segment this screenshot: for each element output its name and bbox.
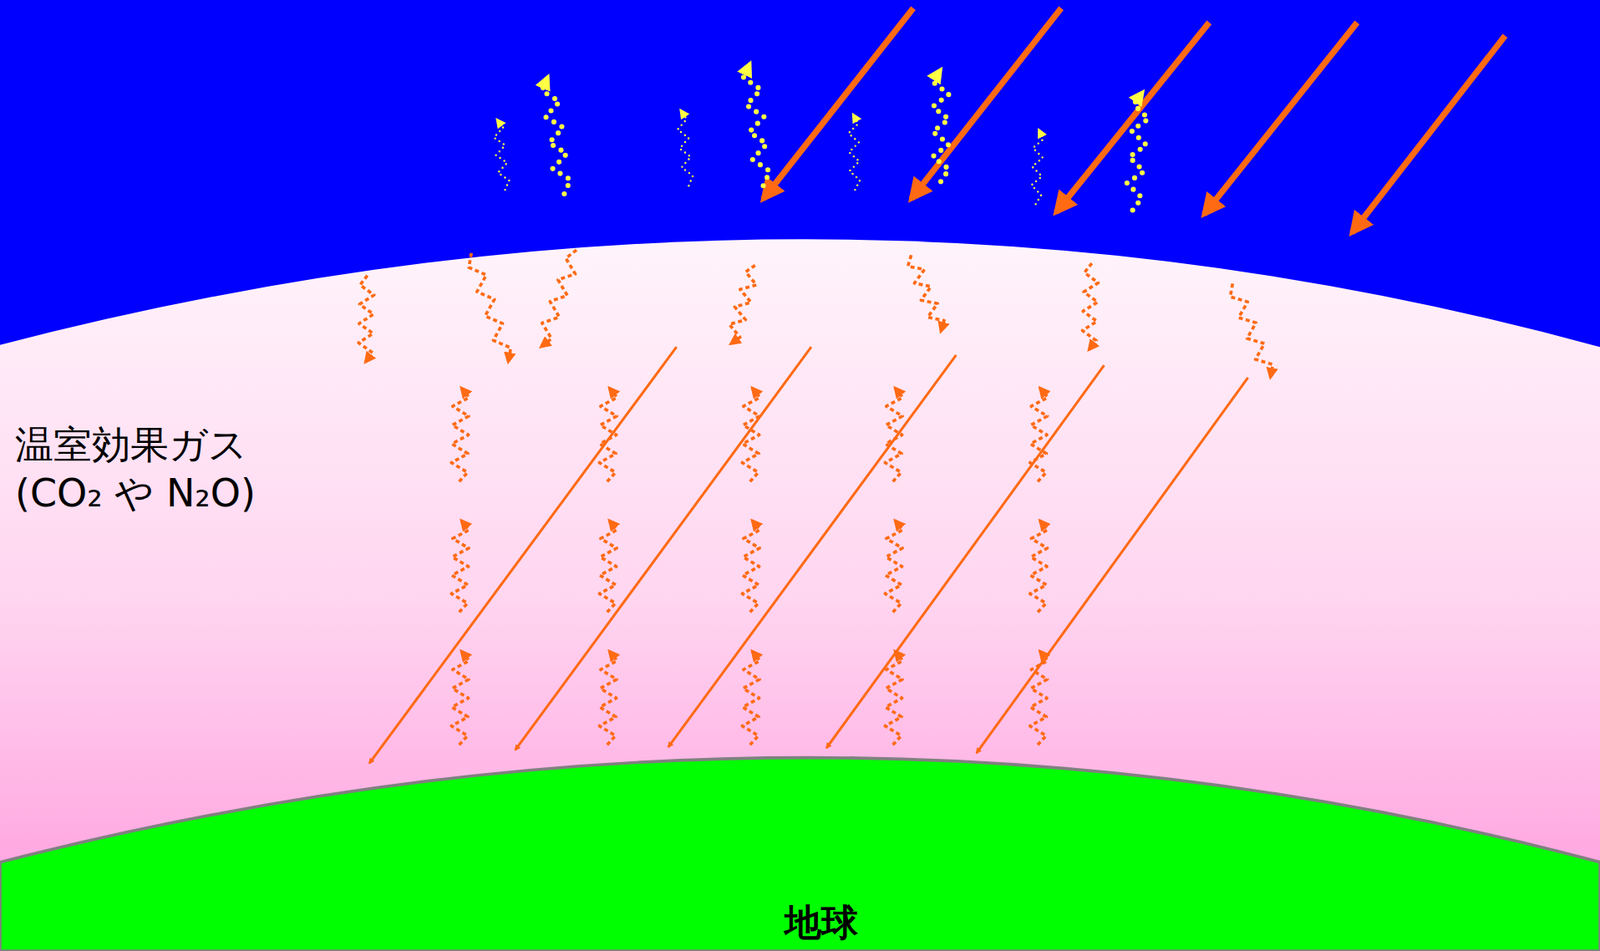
transmitted-ray [826, 365, 1104, 748]
incoming-ray [1351, 35, 1505, 234]
earth-label: 地球 [784, 904, 859, 941]
incoming-ray [1203, 22, 1357, 215]
transmitted-ray [369, 346, 677, 763]
infrared-up [599, 387, 617, 482]
radiation-arrows [358, 8, 1505, 764]
infrared-up [451, 387, 469, 482]
transmitted-ray [668, 355, 956, 747]
infrared-down [358, 275, 375, 363]
infrared-up [1030, 520, 1048, 613]
escaping-ray-small [1031, 129, 1043, 204]
incoming-ray [763, 8, 915, 199]
infrared-down [729, 264, 757, 344]
escaping-ray [1127, 91, 1149, 211]
escaping-ray [541, 76, 570, 194]
escaping-ray [932, 69, 950, 182]
infrared-up [599, 520, 617, 613]
infrared-down [540, 249, 577, 347]
escaping-ray-small [493, 119, 509, 190]
transmitted-ray [976, 377, 1249, 753]
infrared-up [884, 387, 903, 482]
infrared-down [1229, 283, 1273, 377]
infrared-down [468, 253, 511, 363]
infrared-up [1030, 650, 1048, 745]
node-text: (CO₂ や N₂O) [15, 468, 256, 518]
greenhouse-gas-label: 温室効果ガス(CO₂ や N₂O) [15, 420, 256, 518]
infrared-up [1030, 387, 1048, 482]
infrared-up [599, 650, 617, 745]
infrared-up [451, 650, 469, 745]
earth-surface [0, 757, 1600, 951]
escaping-ray-small [848, 114, 861, 190]
infrared-up [741, 650, 760, 745]
infrared-up [451, 520, 469, 613]
escaping-ray-small [677, 110, 693, 186]
infrared-up [741, 520, 760, 613]
incoming-ray [1056, 22, 1209, 213]
incoming-ray [911, 8, 1062, 199]
node-text: 温室効果ガス [15, 420, 256, 469]
infrared-down [908, 254, 945, 332]
escaping-ray [743, 63, 771, 187]
infrared-down [1081, 263, 1098, 351]
atmosphere [0, 238, 1600, 951]
infrared-up [741, 387, 760, 482]
node-text: 地球 [784, 904, 859, 941]
transmitted-ray [515, 346, 812, 750]
infrared-up [884, 650, 903, 745]
infrared-up [884, 520, 903, 613]
